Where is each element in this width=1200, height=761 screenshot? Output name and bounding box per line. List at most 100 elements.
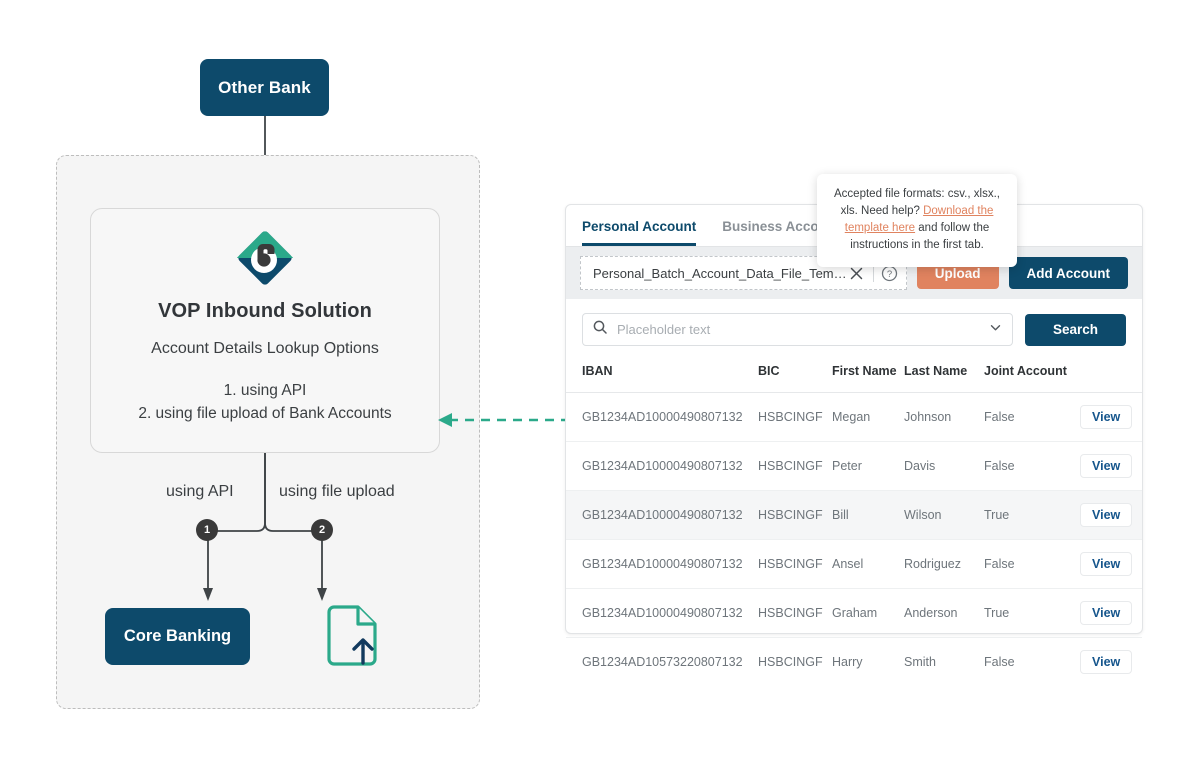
cell-iban: GB1234AD10000490807132 — [566, 392, 758, 442]
vop-title: VOP Inbound Solution — [158, 300, 372, 322]
column-header-bic: BIC — [758, 358, 832, 393]
file-format-tooltip: Accepted file formats: csv., xlsx., xls.… — [817, 174, 1017, 267]
cell-last-name: Wilson — [904, 490, 984, 540]
branch-connector-lines — [203, 453, 327, 601]
cell-first-name: Ansel — [832, 539, 904, 589]
cell-actions: View — [1080, 490, 1142, 540]
vop-option-2: 2. using file upload of Bank Accounts — [138, 405, 392, 422]
tooltip-line-2-suffix: and follow the instructions in the first… — [850, 222, 990, 251]
account-type-tabs: Personal Account Business Account — [566, 205, 1142, 246]
vop-options-list: 1. using API 2. using file upload of Ban… — [138, 379, 391, 425]
dashed-arrow-left-icon — [438, 413, 570, 427]
vop-subtitle: Account Details Lookup Options — [151, 340, 379, 357]
tab-business-account-label: Business Account — [722, 219, 840, 234]
accounts-panel: Personal Account Business Account Person… — [565, 174, 1143, 674]
cell-joint-account: False — [984, 655, 1015, 669]
tab-personal-account-label: Personal Account — [582, 219, 697, 234]
cell-actions: View — [1080, 539, 1142, 589]
cell-last-name: Rodriguez — [904, 539, 984, 589]
cell-first-name: Peter — [832, 441, 904, 491]
view-button[interactable]: View — [1080, 552, 1133, 576]
vop-option-1: 1. using API — [223, 382, 307, 399]
brand-logo-icon — [236, 230, 294, 286]
cell-iban: GB1234AD10573220807132 — [582, 655, 743, 669]
view-button[interactable]: View — [1080, 601, 1133, 625]
cell-iban: GB1234AD10000490807132 — [566, 441, 758, 491]
cell-actions: View — [1080, 441, 1142, 491]
table-row[interactable]: GB1234AD10573220807132 HSBCINGF Harry Smith… — [566, 638, 1142, 687]
cell-last-name: Johnson — [904, 392, 984, 442]
svg-text:?: ? — [887, 269, 892, 280]
cell-last-name: Anderson — [904, 588, 984, 638]
cell-last-name: Davis — [904, 441, 984, 491]
branch-label-using-api: using API — [166, 483, 234, 500]
view-button[interactable]: View — [1080, 454, 1133, 478]
column-header-joint-account: Joint Account — [984, 358, 1080, 393]
cell-joint-account: True — [984, 588, 1080, 638]
close-x-icon[interactable] — [848, 264, 866, 282]
cell-iban: GB1234AD10000490807132 — [566, 490, 758, 540]
core-banking-node: Core Banking — [105, 608, 250, 665]
cell-last-name: Smith — [904, 655, 936, 669]
cell-iban: GB1234AD10000490807132 — [566, 588, 758, 638]
column-header-actions — [1080, 358, 1142, 393]
file-upload-icon — [322, 605, 382, 667]
cell-actions: View — [1080, 392, 1142, 442]
search-button[interactable]: Search — [1024, 313, 1126, 346]
architecture-diagram: Other Bank VOP Inbound Solution Account … — [0, 0, 560, 761]
cell-actions: View — [1080, 588, 1142, 638]
cell-joint-account: False — [984, 392, 1080, 442]
cell-joint-account: False — [984, 441, 1080, 491]
cell-first-name: Megan — [832, 392, 904, 442]
core-banking-label: Core Banking — [123, 627, 232, 645]
column-header-first-name: First Name — [832, 358, 904, 393]
tooltip-line-1: Accepted file formats: csv., xlsx., xls. — [834, 188, 1000, 217]
download-template-link[interactable]: Download the template here — [844, 205, 994, 234]
cell-bic: HSBCINGF — [758, 441, 832, 491]
search-icon — [593, 320, 607, 339]
step-marker-1: 1 — [196, 519, 218, 541]
toolbar-divider — [872, 264, 874, 282]
cell-bic: HSBCINGF — [758, 588, 832, 638]
other-bank-label: Other Bank — [218, 77, 311, 97]
cell-joint-account: True — [984, 490, 1080, 540]
table-header-row: IBAN BIC First Name Last Name Joint Acco… — [566, 358, 1142, 393]
cell-first-name: Harry — [832, 655, 863, 669]
cell-bic: HSBCINGF — [758, 539, 832, 589]
cell-first-name: Bill — [832, 490, 904, 540]
cell-joint-account: False — [984, 539, 1080, 589]
cell-bic: HSBCINGF — [758, 490, 832, 540]
step-marker-2-label: 2 — [318, 524, 326, 536]
chevron-down-icon[interactable] — [989, 321, 1002, 339]
cell-first-name: Graham — [832, 588, 904, 638]
file-name-field[interactable]: Personal_Batch_Account_Data_File_Templat… — [580, 256, 907, 290]
cell-iban: GB1234AD10000490807132 — [566, 539, 758, 589]
question-circle-icon[interactable]: ? — [881, 265, 898, 282]
vop-inbound-solution-card: VOP Inbound Solution Account Details Loo… — [90, 208, 440, 453]
accounts-table: IBAN BIC First Name Last Name Joint Acco… — [566, 358, 1142, 686]
search-row: Search — [566, 299, 1142, 358]
column-header-last-name: Last Name — [904, 358, 984, 393]
step-marker-2: 2 — [311, 519, 333, 541]
tab-business-account[interactable]: Business Account — [722, 219, 839, 246]
cell-actions: View — [1080, 638, 1142, 687]
cell-bic: HSBCINGF — [758, 655, 823, 669]
other-bank-node: Other Bank — [200, 59, 329, 116]
add-account-button[interactable]: Add Account — [1008, 257, 1128, 289]
search-input[interactable] — [615, 321, 981, 338]
cell-bic: HSBCINGF — [758, 392, 832, 442]
view-button[interactable]: View — [1080, 650, 1133, 674]
tooltip-line-2-prefix: Need help? — [861, 205, 924, 217]
selected-file-name: Personal_Batch_Account_Data_File_Templat… — [593, 265, 848, 281]
view-button[interactable]: View — [1080, 405, 1133, 429]
column-header-iban: IBAN — [566, 358, 758, 393]
tab-personal-account[interactable]: Personal Account — [582, 219, 697, 246]
view-button[interactable]: View — [1080, 503, 1133, 527]
search-field-wrapper[interactable] — [582, 313, 1013, 346]
